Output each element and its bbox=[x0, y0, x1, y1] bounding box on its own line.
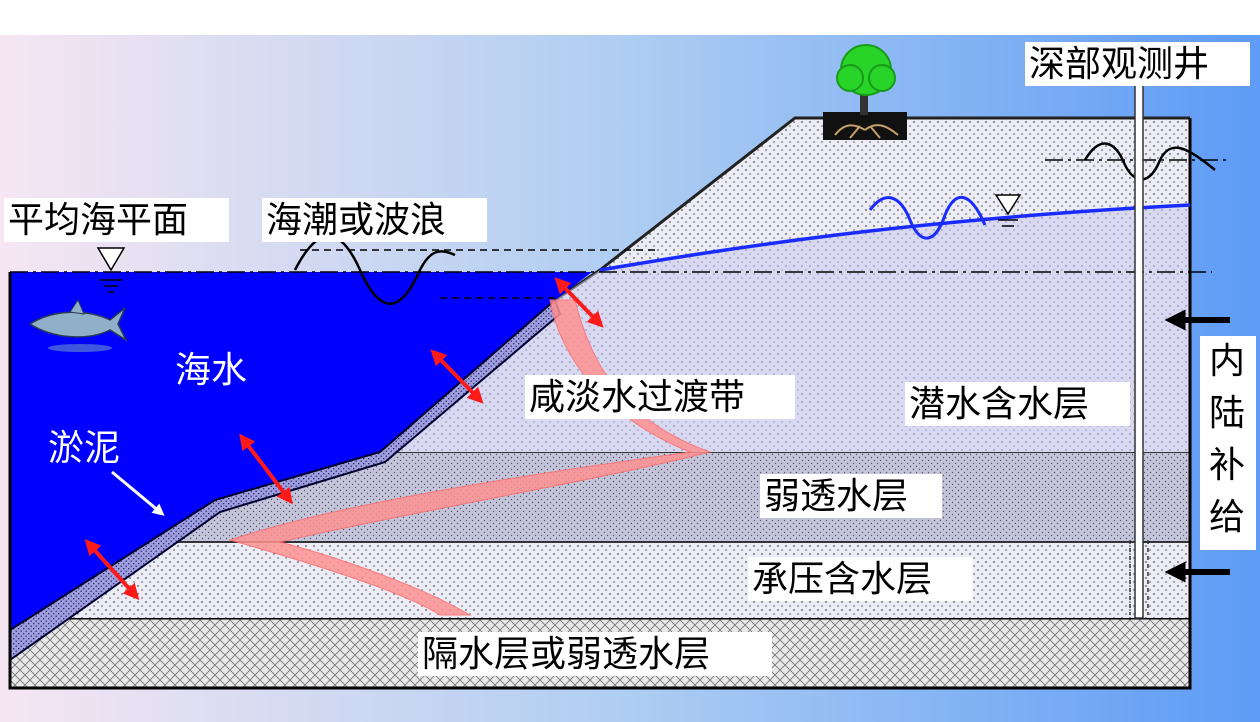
water-table-fluctuation-curve bbox=[868, 195, 987, 240]
water-table-marker-icon bbox=[994, 194, 1022, 227]
mean-sea-level-label: 平均海平面 bbox=[8, 200, 188, 241]
sediment-pointer-arrow bbox=[111, 470, 165, 516]
aquitard-label: 弱透水层 bbox=[764, 476, 908, 517]
exchange-arrow-3 bbox=[239, 433, 293, 505]
shark-icon bbox=[28, 298, 128, 352]
confined-aquifer-label-bg bbox=[748, 557, 973, 601]
inland-recharge-char-1: 内 bbox=[1209, 341, 1245, 382]
inland-recharge-char-3: 补 bbox=[1209, 445, 1245, 486]
tree-icon bbox=[823, 44, 907, 140]
seawater-label: 海水 bbox=[175, 350, 247, 391]
aquitard-label-bg bbox=[760, 474, 942, 518]
observation-well-label-bg bbox=[1025, 42, 1250, 86]
inland-recharge-label-bg bbox=[1200, 336, 1256, 550]
exchange-arrow-1 bbox=[554, 277, 604, 328]
water-table-line bbox=[599, 203, 1191, 272]
exchange-arrow-2 bbox=[430, 349, 484, 404]
unconfined-aquifer-label: 潜水含水层 bbox=[909, 384, 1089, 425]
cross-section-outline bbox=[8, 118, 1192, 690]
observation-well-label: 深部观测井 bbox=[1029, 44, 1209, 85]
confined-aquifer-label: 承压含水层 bbox=[752, 559, 932, 600]
sea-level-marker-icon bbox=[96, 247, 126, 293]
transition-zone-label: 咸淡水过渡带 bbox=[529, 377, 745, 418]
tide-or-wave-label: 海潮或波浪 bbox=[266, 200, 446, 241]
sediment-label: 淤泥 bbox=[48, 428, 120, 469]
transition-zone-label-bg bbox=[525, 375, 795, 419]
mean-sea-level-label-bg bbox=[4, 198, 229, 242]
inland-recharge-char-2: 陆 bbox=[1209, 393, 1245, 434]
exchange-arrow-4 bbox=[84, 539, 140, 600]
bottom-layer-label-bg bbox=[418, 632, 772, 676]
bottom-layer-label: 隔水层或弱透水层 bbox=[422, 634, 710, 675]
unconfined-aquifer-label-bg bbox=[905, 382, 1130, 426]
inland-recharge-char-4: 给 bbox=[1209, 497, 1245, 538]
tide-or-wave-label-bg bbox=[262, 198, 487, 242]
